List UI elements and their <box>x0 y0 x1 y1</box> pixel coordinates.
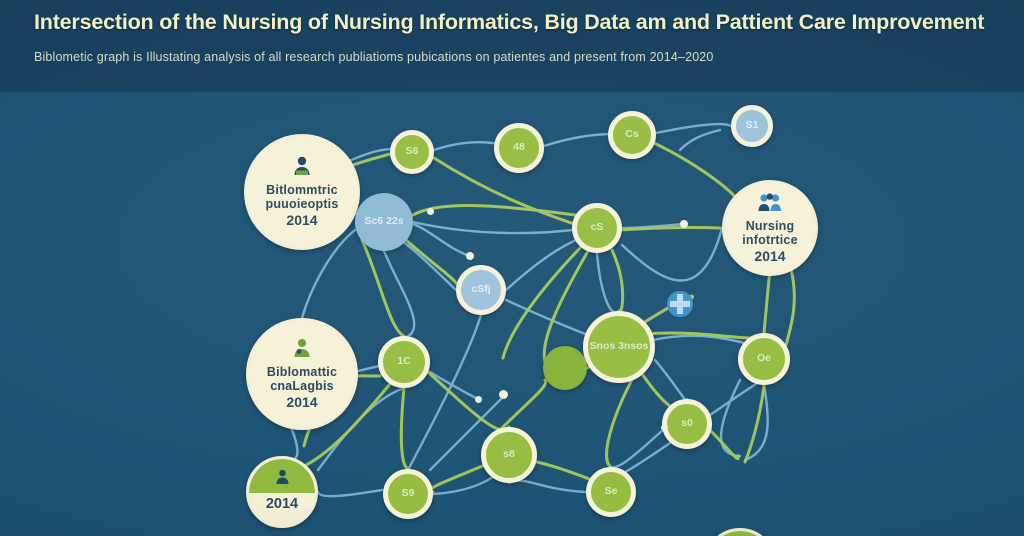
node-label: 1C <box>397 355 411 368</box>
node-cs[interactable]: Cs <box>608 111 656 159</box>
page-subtitle: Biblometic graph is Illustating analysis… <box>34 50 714 64</box>
edge-dot <box>499 390 508 399</box>
node-label: S6 <box>405 145 419 158</box>
node-s9[interactable]: S9 <box>383 469 433 519</box>
node-snos[interactable]: Snos 3nsos <box>583 311 655 383</box>
edge-dot <box>466 252 474 260</box>
node-year-2014[interactable]: 2014 <box>246 456 318 528</box>
node-label: Oe <box>756 352 771 365</box>
node-bibliometric-analysis[interactable]: Biblomattic cnaLagbis 2014 <box>246 318 358 430</box>
node-48[interactable]: 48 <box>494 123 544 173</box>
node-cap <box>707 531 773 536</box>
node-se[interactable]: Se <box>586 467 636 517</box>
node-label: Biblomattic cnaLagbis <box>266 365 338 393</box>
edge-dot <box>661 424 668 431</box>
edge-dot <box>475 396 482 403</box>
node-label: s8 <box>503 448 515 461</box>
person-icon <box>291 156 313 181</box>
node-label: 48 <box>513 141 525 154</box>
node-label: cSfj <box>471 283 491 296</box>
header-band <box>0 0 1024 92</box>
node-label: Cs <box>625 128 639 141</box>
node-label: Bitlommtric puuoieoptis <box>265 183 339 211</box>
node-sc6[interactable]: Sc6 22s <box>355 193 413 251</box>
node-oe[interactable]: Oe <box>738 333 790 385</box>
node-label: Nursing infotrtice <box>742 218 798 247</box>
node-csfj[interactable]: cSfj <box>456 265 506 315</box>
node-label: Snos 3nsos <box>589 340 649 353</box>
node-s0[interactable]: s0 <box>662 399 712 449</box>
person-green-icon <box>291 338 313 363</box>
node-s6[interactable]: S6 <box>390 130 434 174</box>
people-icon <box>757 192 783 217</box>
node-1c[interactable]: 1C <box>378 336 430 388</box>
page-title: Intersection of the Nursing of Nursing I… <box>34 10 985 34</box>
edge-dot <box>427 208 434 215</box>
edge-dot <box>680 220 688 228</box>
node-label: s0 <box>681 417 693 430</box>
node-year: 2014 <box>265 496 299 512</box>
node-label: Sc6 22s <box>364 215 404 228</box>
node-nursing-informatics[interactable]: Nursing infotrtice 2014 <box>722 180 818 276</box>
node-unlabeled-green[interactable] <box>543 346 587 390</box>
node-bibliometric-publications[interactable]: Bitlommtric puuoieoptis 2014 <box>244 134 360 250</box>
node-s1[interactable]: S1 <box>731 105 773 147</box>
medical-cross-icon <box>666 290 694 323</box>
node-s8[interactable]: s8 <box>481 427 537 483</box>
person-icon <box>249 469 315 490</box>
node-year: 2014 <box>286 212 318 228</box>
node-cs-center[interactable]: cS <box>572 203 622 253</box>
node-year: 2014 <box>754 247 786 264</box>
node-label: S9 <box>401 487 415 500</box>
node-label: S1 <box>745 119 759 132</box>
node-label: Se <box>604 485 618 498</box>
node-year: 2014 <box>286 394 318 410</box>
node-label: cS <box>590 221 604 234</box>
